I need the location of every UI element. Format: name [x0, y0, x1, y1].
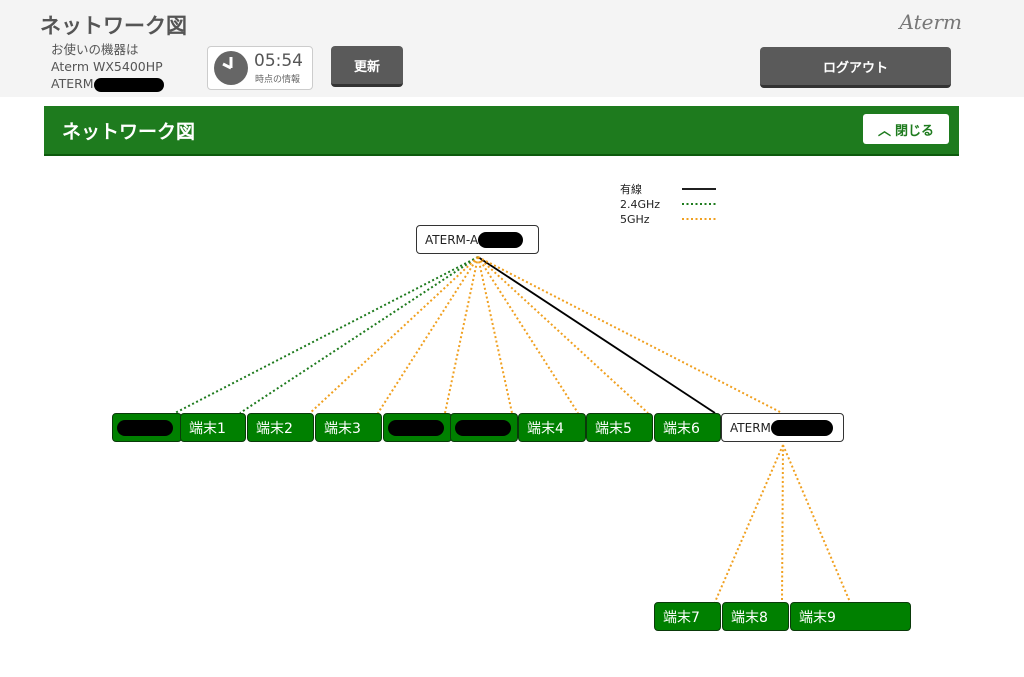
- redaction: [117, 419, 173, 436]
- redaction: [455, 419, 511, 436]
- connection-line: [309, 256, 479, 414]
- time-value: 05:54: [254, 51, 303, 71]
- update-time: 05:54 時点の情報: [207, 46, 313, 90]
- node-label: 端末5: [595, 420, 632, 437]
- node-label: 端末8: [731, 609, 768, 626]
- connection-line: [477, 256, 716, 414]
- device-node[interactable]: ATERM: [721, 413, 844, 442]
- refresh-button[interactable]: 更新: [331, 46, 403, 87]
- aterm-logo: Aterm: [899, 10, 963, 34]
- device-node[interactable]: 端末4: [518, 413, 586, 442]
- device-model: Aterm WX5400HP: [51, 59, 163, 74]
- connection-line: [239, 256, 479, 414]
- redaction: [388, 419, 444, 436]
- device-node[interactable]: [450, 413, 518, 442]
- legend: 有線 2.4GHz 5GHz: [620, 182, 660, 227]
- device-label: お使いの機器は: [51, 42, 139, 57]
- node-label: ATERM: [730, 420, 771, 435]
- device-node[interactable]: 端末2: [247, 413, 314, 442]
- device-info: お使いの機器は Aterm WX5400HP ATERM: [51, 41, 164, 92]
- device-node[interactable]: 端末1: [180, 413, 246, 442]
- device-node[interactable]: [112, 413, 182, 442]
- chevron-up-icon: ︿: [877, 123, 891, 139]
- connection-line: [444, 256, 479, 414]
- connection-line: [377, 256, 479, 414]
- node-label: 端末3: [324, 420, 361, 437]
- panel-title: ネットワーク図: [62, 121, 196, 143]
- connection-line: [714, 444, 784, 603]
- node-label: 端末7: [663, 609, 700, 626]
- device-node[interactable]: 端末3: [315, 413, 382, 442]
- logout-button[interactable]: ログアウト: [760, 47, 951, 88]
- redaction: [93, 77, 164, 92]
- connection-line: [174, 256, 479, 414]
- node-label: 端末1: [189, 420, 226, 437]
- legend-wired: 有線: [620, 183, 642, 196]
- node-label: 端末4: [527, 420, 564, 437]
- panel-header: ネットワーク図 ︿閉じる: [44, 106, 959, 156]
- node-label: 端末9: [799, 609, 836, 626]
- device-node[interactable]: 端末9: [790, 602, 911, 631]
- device-node[interactable]: [383, 413, 452, 442]
- legend-5ghz: 5GHz: [620, 213, 650, 226]
- close-label: 閉じる: [895, 123, 935, 139]
- connection-line: [477, 256, 513, 414]
- device-node[interactable]: 端末7: [654, 602, 721, 631]
- redaction: [770, 419, 833, 436]
- device-node[interactable]: 端末8: [722, 602, 789, 631]
- node-label: 端末6: [663, 420, 700, 437]
- legend-24ghz: 2.4GHz: [620, 198, 661, 211]
- root-router[interactable]: ATERM-A: [416, 225, 539, 254]
- node-label: 端末2: [256, 420, 293, 437]
- time-caption: 時点の情報: [255, 75, 301, 85]
- connection-line: [477, 256, 783, 414]
- clock-icon: [214, 51, 248, 85]
- header: ネットワーク図 Aterm お使いの機器は Aterm WX5400HP ATE…: [0, 0, 1024, 97]
- page-title: ネットワーク図: [40, 14, 187, 38]
- connection-line: [781, 444, 784, 603]
- device-name: ATERM: [51, 76, 94, 91]
- connection-line: [782, 444, 851, 603]
- connection-line: [477, 256, 579, 414]
- redaction: [478, 231, 524, 248]
- device-node[interactable]: 端末5: [586, 413, 653, 442]
- close-button[interactable]: ︿閉じる: [863, 114, 949, 144]
- node-label: ATERM-A: [425, 232, 479, 247]
- device-node[interactable]: 端末6: [654, 413, 721, 442]
